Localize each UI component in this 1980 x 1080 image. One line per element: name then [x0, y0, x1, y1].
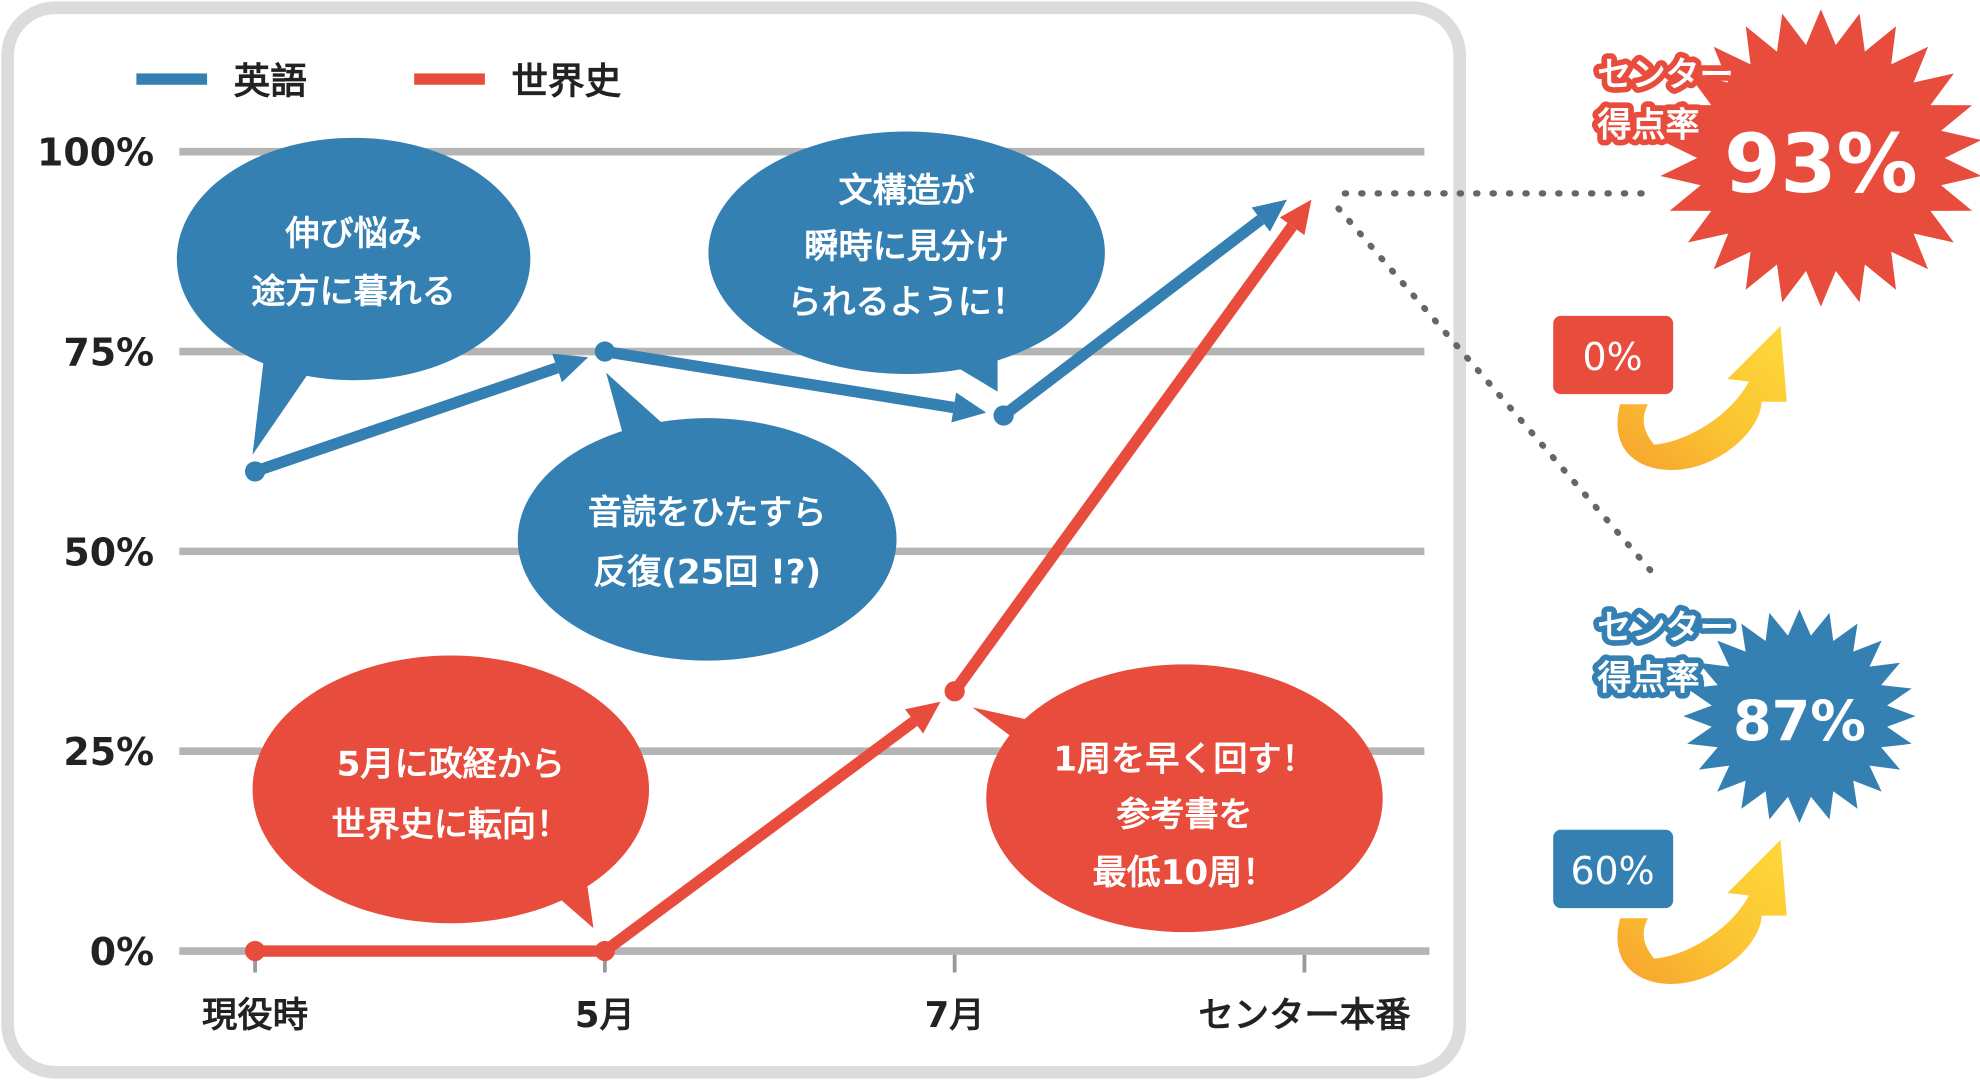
result-label: 得点率 — [1596, 106, 1699, 146]
data-point — [244, 940, 266, 962]
bubble-text: 伸び悩み — [284, 214, 421, 254]
bubble-text: 瞬時に見分け — [804, 227, 1008, 267]
curved-arrow-icon — [1617, 839, 1787, 984]
data-point — [594, 940, 615, 962]
x-tick-label: 7月 — [925, 995, 985, 1036]
data-point — [244, 461, 266, 482]
arrowhead-icon — [905, 701, 941, 734]
bubble-text: 世界史に転向！ — [332, 805, 571, 845]
bubble-stagnation: 伸び悩み 途方に暮れる — [176, 137, 531, 455]
bubble-text: 反復(25回 !?) — [593, 553, 821, 593]
legend-label-english: 英語 — [234, 60, 307, 103]
starburst-english — [1683, 609, 1916, 823]
result-english: センター 得点率 87% 60% — [1553, 602, 1916, 984]
y-tick-label: 50% — [63, 530, 154, 574]
legend-label-world-history: 世界史 — [511, 60, 621, 103]
legend-swatch-world-history — [414, 73, 485, 85]
legend: 英語 世界史 — [136, 60, 622, 103]
x-tick-label: センター本番 — [1198, 995, 1411, 1036]
series-segment — [601, 716, 918, 956]
bubble-text: 1周を早く回す！ — [1053, 739, 1315, 779]
x-tick-label: 5月 — [575, 995, 635, 1036]
y-tick-label: 0% — [90, 930, 154, 974]
start-score-badge — [1553, 829, 1674, 909]
bubble-text: られるように！ — [787, 282, 1026, 322]
start-score-text: 0% — [1582, 335, 1642, 379]
bubble-text: 参考書を — [1116, 795, 1252, 835]
bubble-text: 文構造が — [839, 171, 975, 211]
dotted-connector-diagonal — [1335, 205, 1658, 578]
x-axis-ticks: 現役時 5月 7月 センター本番 — [202, 954, 1411, 1036]
bubble-text: 5月に政経から — [337, 745, 565, 785]
data-point — [944, 681, 965, 702]
bubble-structure: 文構造が 瞬時に見分け られるように！ — [708, 131, 1105, 392]
bubble-text: 音読をひたすら — [588, 493, 827, 533]
bubble-textbook: 1周を早く回す！ 参考書を 最低10周！ — [972, 664, 1383, 933]
result-label: センター — [1597, 608, 1733, 648]
arrowhead-icon — [1251, 199, 1287, 232]
curved-arrow-icon — [1617, 325, 1787, 471]
arrowhead-icon — [951, 392, 987, 423]
bubble-switch: 5月に政経から 世界史に転向！ — [252, 655, 650, 929]
y-axis-ticks: 0% 25% 50% 75% 100% — [37, 131, 154, 974]
series-segment — [253, 362, 559, 477]
start-score-badge — [1553, 315, 1674, 395]
arrowhead-icon — [1279, 199, 1312, 236]
result-label: センター — [1597, 55, 1733, 95]
starburst-world-history — [1660, 9, 1980, 307]
bubble-reading: 音読をひたすら 反復(25回 !?) — [517, 372, 897, 661]
result-label: 得点率 — [1596, 659, 1699, 699]
data-point — [594, 341, 615, 362]
result-score: 93% — [1724, 118, 1917, 212]
series-segment — [603, 345, 955, 414]
data-point — [993, 405, 1014, 426]
series-lines — [244, 199, 1312, 962]
start-score-text: 60% — [1570, 849, 1654, 893]
series-segment — [1000, 215, 1265, 421]
legend-swatch-english — [136, 73, 208, 85]
y-tick-label: 25% — [63, 730, 154, 774]
arrowhead-icon — [552, 353, 589, 383]
y-tick-label: 75% — [63, 330, 154, 374]
y-tick-label: 100% — [37, 131, 154, 175]
series-segment — [950, 222, 1297, 695]
result-world-history: センター 得点率 93% 0% — [1553, 9, 1980, 471]
x-tick-label: 現役時 — [202, 995, 308, 1036]
bubble-text: 最低10周！ — [1093, 853, 1277, 893]
bubble-text: 途方に暮れる — [251, 272, 455, 312]
result-score: 87% — [1733, 689, 1866, 754]
